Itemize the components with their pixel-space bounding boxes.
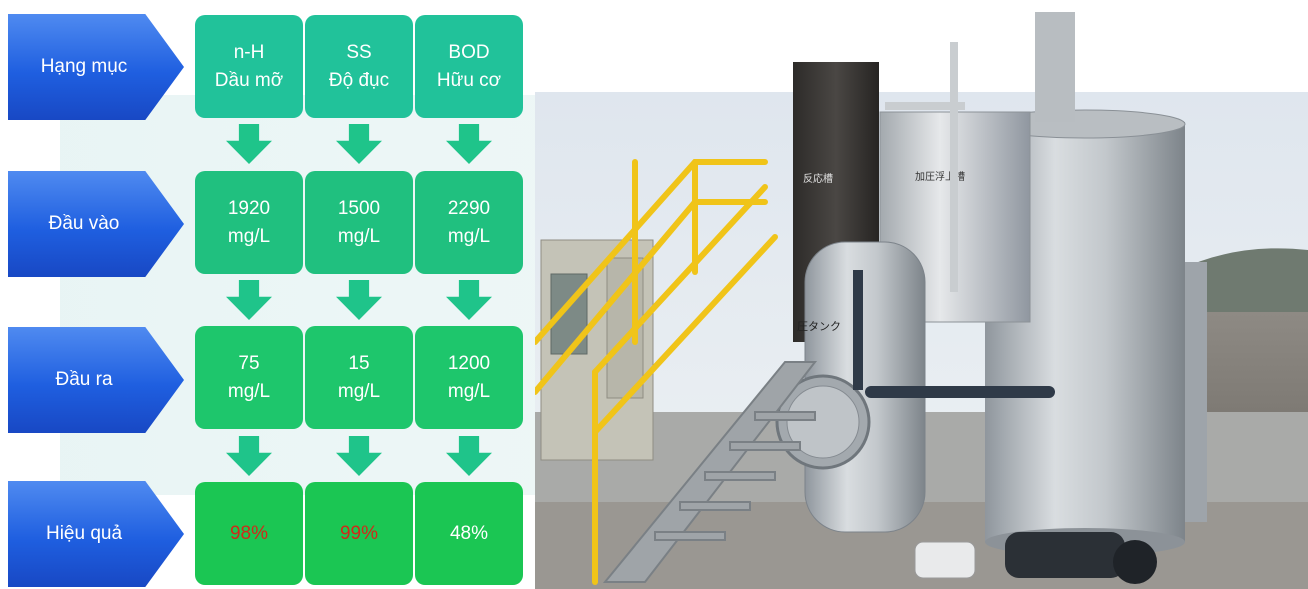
output-nh-value: 75 <box>238 352 260 374</box>
row-label-efficiency-text: Hiệu quả <box>45 523 123 544</box>
output-bod-value: 1200 <box>447 352 491 374</box>
tank-label-top: 反応槽 <box>803 172 833 185</box>
row-label-input: Đầu vào <box>8 171 184 277</box>
header-tile-bod: BOD Hữu cơ <box>415 15 523 118</box>
header-tile-ss: SS Độ đục <box>305 15 413 118</box>
output-tile-nh: 75 mg/L <box>195 326 303 429</box>
input-bod-unit: mg/L <box>447 225 491 247</box>
input-nh-value: 1920 <box>227 197 271 219</box>
efficiency-ss-value: 99% <box>339 522 379 544</box>
input-nh-unit: mg/L <box>227 225 271 247</box>
header-nh-name: Dầu mỡ <box>214 69 284 91</box>
output-bod-unit: mg/L <box>447 380 491 402</box>
output-nh-unit: mg/L <box>227 380 271 402</box>
header-bod-code: BOD <box>448 41 490 63</box>
header-tile-nh: n-H Dầu mỡ <box>195 15 303 118</box>
header-ss-code: SS <box>346 41 372 63</box>
header-bod-name: Hữu cơ <box>436 69 502 91</box>
efficiency-tile-bod: 48% <box>415 482 523 585</box>
input-bod-value: 2290 <box>447 197 491 219</box>
efficiency-nh-value: 98% <box>229 522 269 544</box>
equipment-illustration: 反応槽 加圧浮上槽 圧タンク <box>535 12 1308 589</box>
row-label-efficiency: Hiệu quả <box>8 481 184 587</box>
vessel-label: 圧タンク <box>797 320 841 333</box>
row-label-category: Hạng mục <box>8 14 184 120</box>
output-ss-unit: mg/L <box>337 380 381 402</box>
header-ss-name: Độ đục <box>328 69 390 91</box>
row-label-input-text: Đầu vào <box>48 213 120 234</box>
row-label-category-text: Hạng mục <box>40 56 128 77</box>
input-tile-bod: 2290 mg/L <box>415 171 523 274</box>
input-tile-nh: 1920 mg/L <box>195 171 303 274</box>
efficiency-bod-value: 48% <box>449 522 489 544</box>
input-ss-unit: mg/L <box>337 225 381 247</box>
output-tile-ss: 15 mg/L <box>305 326 413 429</box>
efficiency-tile-nh: 98% <box>195 482 303 585</box>
row-label-output-text: Đầu ra <box>55 369 113 390</box>
row-label-output: Đầu ra <box>8 327 184 433</box>
equipment-photo: 反応槽 加圧浮上槽 圧タンク <box>535 12 1308 589</box>
input-tile-ss: 1500 mg/L <box>305 171 413 274</box>
header-nh-code: n-H <box>233 41 265 63</box>
output-ss-value: 15 <box>348 352 370 374</box>
input-ss-value: 1500 <box>337 197 381 219</box>
efficiency-tile-ss: 99% <box>305 482 413 585</box>
output-tile-bod: 1200 mg/L <box>415 326 523 429</box>
